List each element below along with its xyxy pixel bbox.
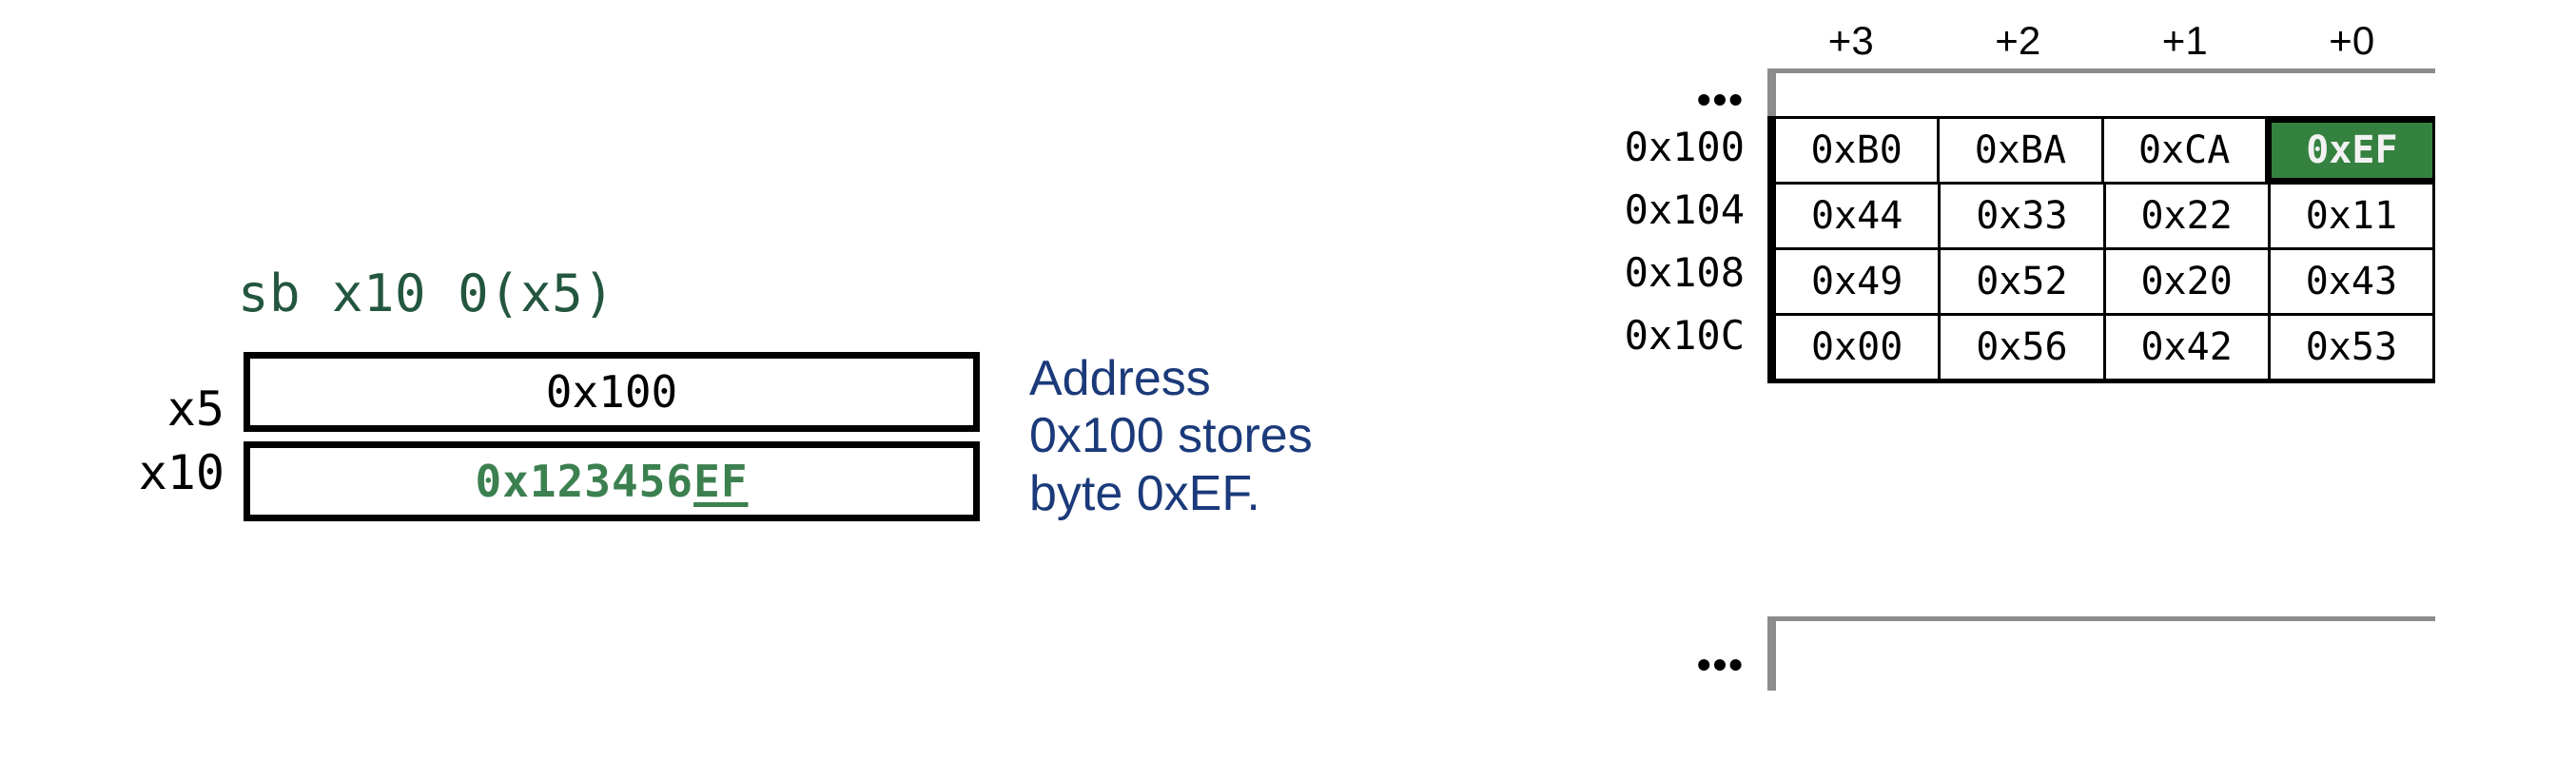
register-box-x10: 0x123456EF: [244, 441, 980, 521]
memory-cell: 0x20: [2102, 250, 2268, 313]
register-value-x10-stored-byte: EF: [693, 456, 749, 507]
memory-row-address-0x100: 0x100: [1624, 124, 1745, 170]
memory-column-header-plus0: +0: [2329, 18, 2375, 63]
memory-bottom-left-rule: [1767, 616, 1776, 691]
memory-cell: 0x56: [1938, 316, 2103, 379]
memory-cell: 0x11: [2267, 185, 2432, 247]
register-label-x5: x5: [166, 381, 224, 437]
memory-cell: 0x22: [2102, 185, 2268, 247]
memory-cell: 0x49: [1776, 250, 1939, 313]
register-value-x10-prefix: 0x123456: [475, 456, 694, 507]
memory-cell: 0x53: [2267, 316, 2432, 379]
register-label-x10: x10: [138, 445, 224, 500]
memory-cell: 0x52: [1938, 250, 2103, 313]
memory-top-left-rule: [1767, 68, 1776, 116]
memory-top-rule: [1767, 68, 2435, 73]
memory-column-header-plus1: +1: [2161, 18, 2208, 63]
memory-row-address-0x10C: 0x10C: [1624, 312, 1745, 359]
memory-cell: 0x44: [1776, 185, 1939, 247]
register-value-x10: 0x123456EF: [476, 459, 749, 503]
memory-bottom-rule: [1767, 616, 2435, 621]
memory-ellipsis-above: •••: [1696, 77, 1745, 122]
memory-column-header-plus2: +2: [1995, 18, 2041, 63]
memory-cell: 0xCA: [2100, 119, 2265, 182]
memory-column-header-plus3: +3: [1827, 18, 1874, 63]
annotation-text: Address 0x100 stores byte 0xEF.: [1029, 351, 1313, 521]
instruction-text: sb x10 0(x5): [238, 263, 615, 323]
memory-cell: 0x00: [1776, 316, 1939, 379]
memory-column-headers: +3 +2 +1 +0: [1767, 21, 2435, 61]
memory-row-address-0x104: 0x104: [1624, 186, 1745, 233]
memory-cell: 0xBA: [1937, 119, 2101, 182]
memory-cell: 0x33: [1938, 185, 2103, 247]
register-value-x5: 0x100: [545, 366, 678, 418]
memory-cell: 0x43: [2267, 250, 2432, 313]
register-box-x5: 0x100: [244, 352, 980, 432]
memory-ellipsis-below: •••: [1696, 642, 1745, 687]
memory-row-address-0x108: 0x108: [1624, 249, 1745, 296]
memory-cell: 0x42: [2102, 316, 2268, 379]
memory-cell-highlighted: 0xEF: [2264, 116, 2432, 185]
memory-cell: 0xB0: [1776, 119, 1938, 182]
